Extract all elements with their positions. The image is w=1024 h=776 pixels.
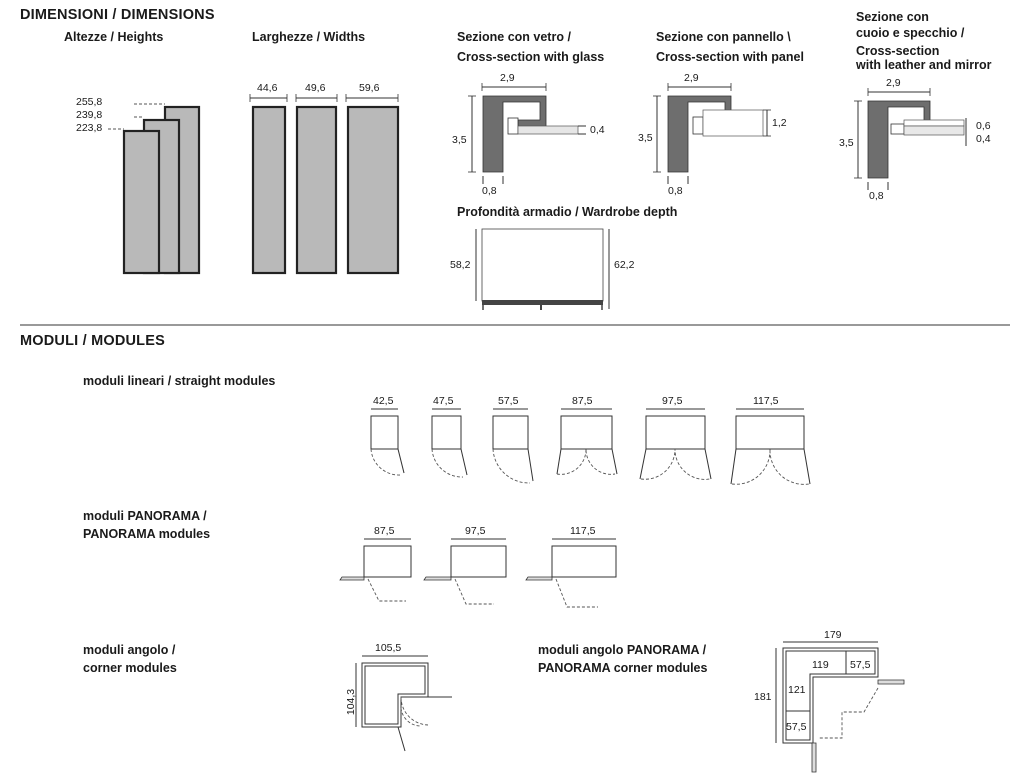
corner-panorama-segment: 119: [812, 659, 829, 671]
height-value: 223,8: [76, 122, 103, 134]
modules-heading: MODULI / MODULES: [20, 333, 165, 349]
corner-panorama-drawing: [775, 641, 905, 773]
glass-title-it: Sezione con vetro /: [457, 30, 571, 44]
height-value: 255,8: [76, 96, 103, 108]
panel-depth: 0,8: [668, 185, 683, 197]
leather-height: 3,5: [839, 137, 854, 149]
corner-panorama-segment: 121: [788, 684, 806, 696]
corner-title-it: moduli angolo /: [83, 643, 176, 657]
corner-panorama-title-en: PANORAMA corner modules: [538, 661, 708, 675]
glass-height: 3,5: [452, 134, 467, 146]
straight-value: 97,5: [662, 395, 683, 407]
depth-drawing: [475, 228, 610, 310]
glass-thickness: 0,4: [590, 124, 605, 136]
corner-panorama-height: 181: [754, 691, 772, 703]
panel-height: 3,5: [638, 132, 653, 144]
panorama-value: 117,5: [570, 525, 596, 537]
panorama-value: 87,5: [374, 525, 395, 537]
panorama-title-it: moduli PANORAMA /: [83, 509, 207, 523]
leather-thickness-2: 0,4: [976, 133, 991, 145]
height-value: 239,8: [76, 109, 103, 121]
leather-thickness-1: 0,6: [976, 120, 991, 132]
width-value: 44,6: [257, 82, 278, 94]
corner-panorama-title-it: moduli angolo PANORAMA /: [538, 643, 707, 657]
corner-height: 104,3: [345, 688, 358, 716]
panorama-modules-drawing: [339, 538, 617, 608]
corner-panorama-segment: 57,5: [786, 721, 807, 733]
depth-left: 58,2: [450, 259, 471, 271]
leather-section-drawing: [854, 88, 967, 190]
corner-panorama-width: 179: [824, 629, 842, 641]
glass-title-en: Cross-section with glass: [457, 50, 605, 64]
leather-title-1: Sezione con: [856, 10, 929, 24]
panorama-value: 97,5: [465, 525, 486, 537]
depth-title: Profondità armadio / Wardrobe depth: [457, 205, 678, 219]
leather-title-3: Cross-section: [856, 44, 940, 58]
heights-drawing: [108, 103, 201, 275]
straight-modules-drawing: [370, 408, 811, 485]
corner-panorama-segment: 57,5: [850, 659, 871, 671]
corner-title-en: corner modules: [83, 661, 177, 675]
panel-width: 2,9: [684, 72, 699, 84]
leather-depth: 0,8: [869, 190, 884, 202]
dimensions-heading: DIMENSIONI / DIMENSIONS: [20, 7, 215, 23]
panel-thickness: 1,2: [772, 117, 787, 129]
straight-value: 87,5: [572, 395, 593, 407]
panorama-title-en: PANORAMA modules: [83, 527, 211, 541]
glass-width: 2,9: [500, 72, 515, 84]
glass-depth: 0,8: [482, 185, 497, 197]
straight-title: moduli lineari / straight modules: [83, 374, 276, 388]
leather-width: 2,9: [886, 77, 901, 89]
widths-title: Larghezze / Widths: [252, 30, 366, 44]
straight-value: 47,5: [433, 395, 454, 407]
corner-width: 105,5: [375, 642, 402, 654]
straight-value: 117,5: [753, 395, 779, 407]
leather-title-2: cuoio e specchio /: [856, 26, 965, 40]
corner-module-drawing: [355, 655, 452, 752]
glass-section-drawing: [468, 83, 586, 184]
widths-drawing: [249, 94, 400, 275]
panel-section-drawing: [653, 83, 771, 184]
panel-title-en: Cross-section with panel: [656, 50, 804, 64]
heights-title: Altezze / Heights: [64, 30, 164, 44]
straight-value: 42,5: [373, 395, 394, 407]
straight-value: 57,5: [498, 395, 519, 407]
width-value: 49,6: [305, 82, 326, 94]
width-value: 59,6: [359, 82, 380, 94]
panel-title-it: Sezione con pannello \: [656, 30, 791, 44]
depth-right: 62,2: [614, 259, 635, 271]
leather-title-4: with leather and mirror: [856, 58, 992, 72]
